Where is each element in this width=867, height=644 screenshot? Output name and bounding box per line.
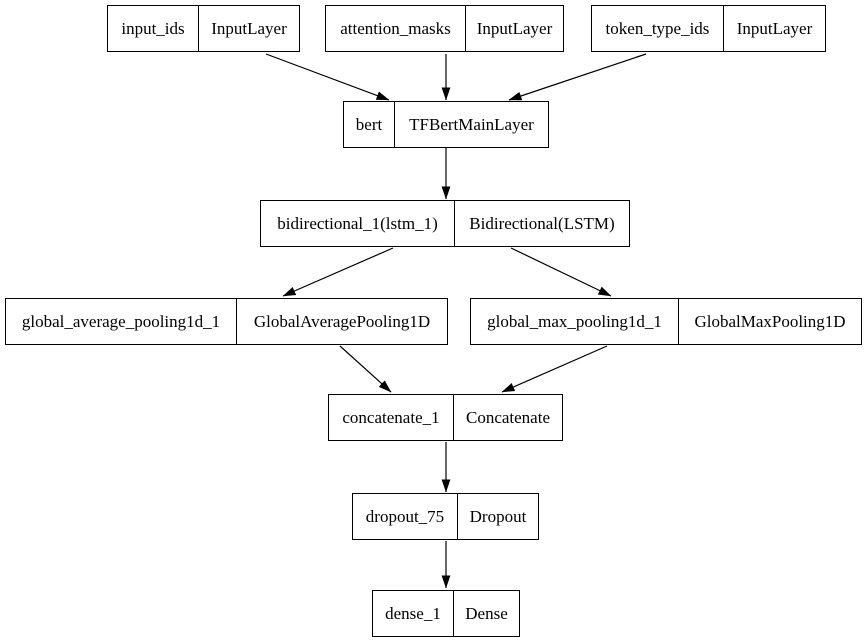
layer-type: GlobalAveragePooling1D	[253, 311, 431, 331]
edge-token-type-ids-to-bert	[508, 53, 647, 101]
layer-name: global_average_pooling1d_1	[6, 299, 237, 344]
layer-name: input_ids	[108, 6, 199, 51]
node-dropout: dropout_75 Dropout	[352, 493, 539, 540]
layer-type: GlobalMaxPooling1D	[694, 311, 846, 331]
edge-bidirectional-to-global-max-pooling	[510, 247, 612, 297]
layer-type: Dropout	[469, 506, 527, 526]
node-global-average-pooling1d: global_average_pooling1d_1 GlobalAverage…	[5, 298, 448, 345]
layer-type: InputLayer	[736, 18, 813, 38]
layer-name: global_max_pooling1d_1	[471, 299, 679, 344]
layer-type: Dense	[465, 603, 508, 623]
layer-name: dense_1	[373, 591, 454, 636]
edge-global-average-pooling-to-concatenate	[339, 345, 392, 393]
layer-name: bidirectional_1(lstm_1)	[261, 201, 455, 246]
node-token-type-ids: token_type_ids InputLayer	[591, 5, 826, 52]
node-global-max-pooling1d: global_max_pooling1d_1 GlobalMaxPooling1…	[470, 298, 862, 345]
node-attention-masks: attention_masks InputLayer	[325, 5, 564, 52]
node-bert: bert TFBertMainLayer	[343, 101, 549, 148]
layer-name: bert	[344, 102, 395, 147]
layer-name: token_type_ids	[592, 6, 724, 51]
layer-name: attention_masks	[326, 6, 466, 51]
node-dense: dense_1 Dense	[372, 590, 520, 637]
layer-name: dropout_75	[353, 494, 458, 539]
layer-type: Concatenate	[465, 407, 550, 427]
node-bidirectional-lstm: bidirectional_1(lstm_1) Bidirectional(LS…	[260, 200, 630, 247]
edge-global-max-pooling-to-concatenate	[501, 345, 608, 393]
layer-type: InputLayer	[476, 18, 553, 38]
layer-type: TFBertMainLayer	[409, 114, 534, 134]
layer-name: concatenate_1	[329, 395, 454, 440]
layer-type: InputLayer	[211, 18, 287, 38]
edge-input-ids-to-bert	[265, 53, 390, 101]
node-concatenate: concatenate_1 Concatenate	[328, 394, 563, 441]
layer-type: Bidirectional(LSTM)	[469, 213, 615, 233]
node-input-ids: input_ids InputLayer	[107, 5, 300, 52]
edge-bidirectional-to-global-average-pooling	[282, 247, 394, 297]
